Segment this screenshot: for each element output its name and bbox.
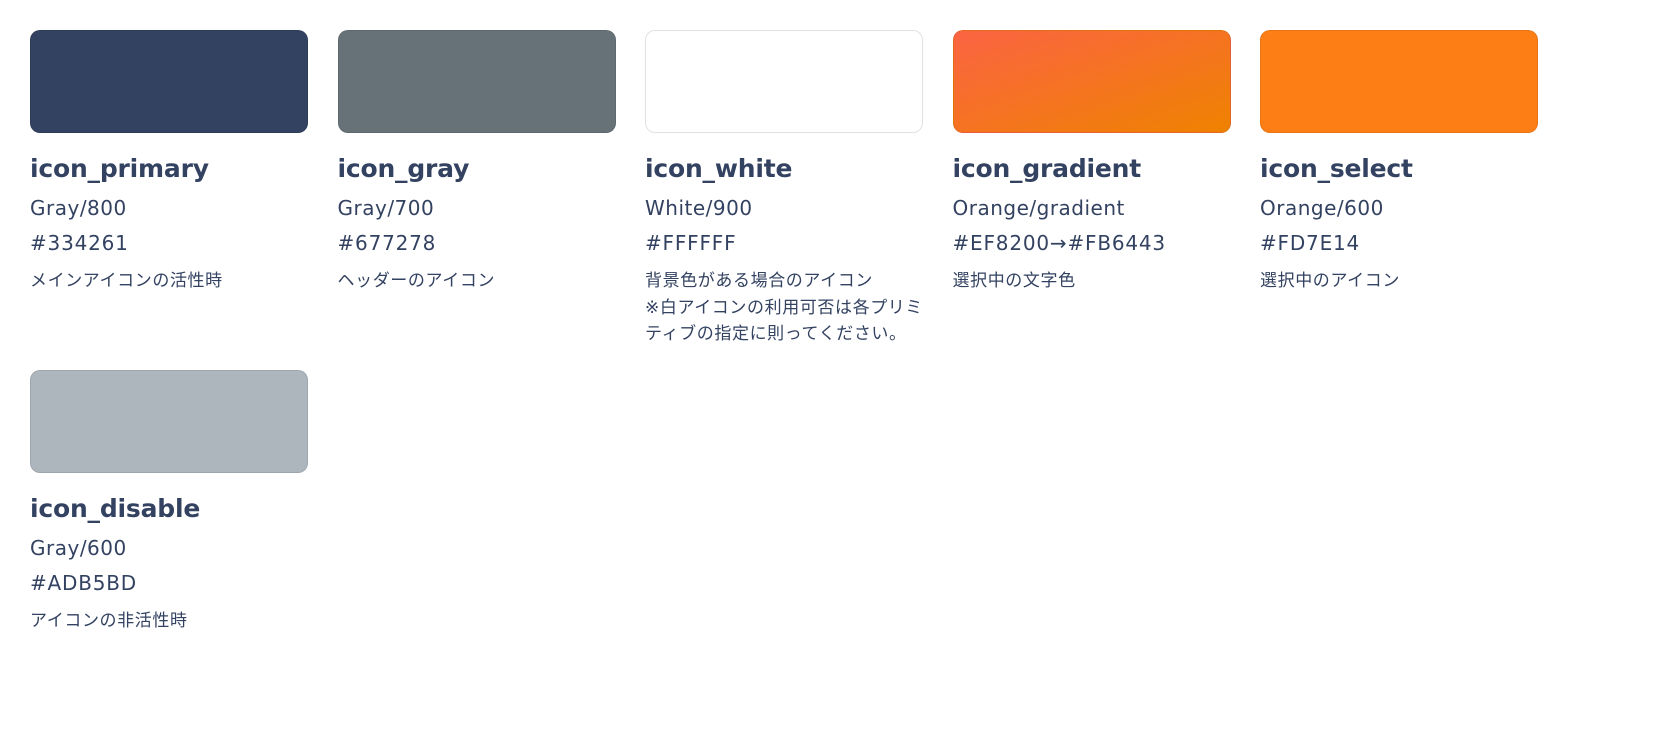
color-swatch (645, 30, 923, 133)
primitive-name: Gray/800 (30, 196, 127, 220)
hex-value: #ADB5BD (30, 570, 138, 595)
hex-value: #334261 (30, 231, 129, 255)
token-name: icon_disable (30, 493, 201, 523)
color-card-icon-white: icon_white White/900 #FFFFFF 背景色がある場合のアイ… (645, 30, 923, 348)
hex-value: #FFFFFF (645, 231, 737, 255)
token-name: icon_white (645, 154, 793, 183)
color-token-grid: icon_primary Gray/800 #334261 メインアイコンの活性… (30, 30, 1538, 634)
hex-value: #677278 (337, 231, 437, 255)
color-swatch (337, 30, 616, 133)
token-name: icon_select (1260, 154, 1413, 183)
hex-value: #FD7E14 (1260, 231, 1361, 255)
color-card-icon-gradient: icon_gradient Orange/gradient #EF8200→#F… (952, 30, 1231, 348)
primitive-name: White/900 (645, 196, 753, 220)
token-description: アイコンの非活性時 (30, 610, 188, 631)
gradient-swatch (952, 30, 1231, 133)
token-description: 選択中のアイコン (1260, 271, 1400, 291)
token-description: メインアイコンの活性時 (30, 271, 223, 291)
color-swatch (30, 369, 308, 473)
token-name: icon_gray (337, 154, 470, 183)
primitive-name: Gray/600 (30, 535, 127, 560)
token-name: icon_primary (30, 154, 209, 183)
token-name: icon_gradient (952, 154, 1142, 183)
color-card-icon-disable: icon_disable Gray/600 #ADB5BD アイコンの非活性時 (30, 369, 308, 635)
color-swatch (30, 30, 308, 133)
token-description: ヘッダーのアイコン (337, 271, 496, 291)
color-card-icon-primary: icon_primary Gray/800 #334261 メインアイコンの活性… (30, 30, 308, 348)
primitive-name: Gray/700 (337, 196, 435, 220)
color-card-icon-select: icon_select Orange/600 #FD7E14 選択中のアイコン (1260, 30, 1538, 348)
color-swatch (1260, 30, 1538, 133)
hex-value: #EF8200→#FB6443 (952, 231, 1166, 255)
color-card-icon-gray: icon_gray Gray/700 #677278 ヘッダーのアイコン (337, 30, 616, 348)
token-description: 背景色がある場合のアイコン ※白アイコンの利用可否は各プリミティブの指定に則って… (645, 271, 923, 344)
primitive-name: Orange/gradient (952, 196, 1125, 220)
primitive-name: Orange/600 (1260, 196, 1384, 220)
token-description: 選択中の文字色 (952, 271, 1076, 291)
